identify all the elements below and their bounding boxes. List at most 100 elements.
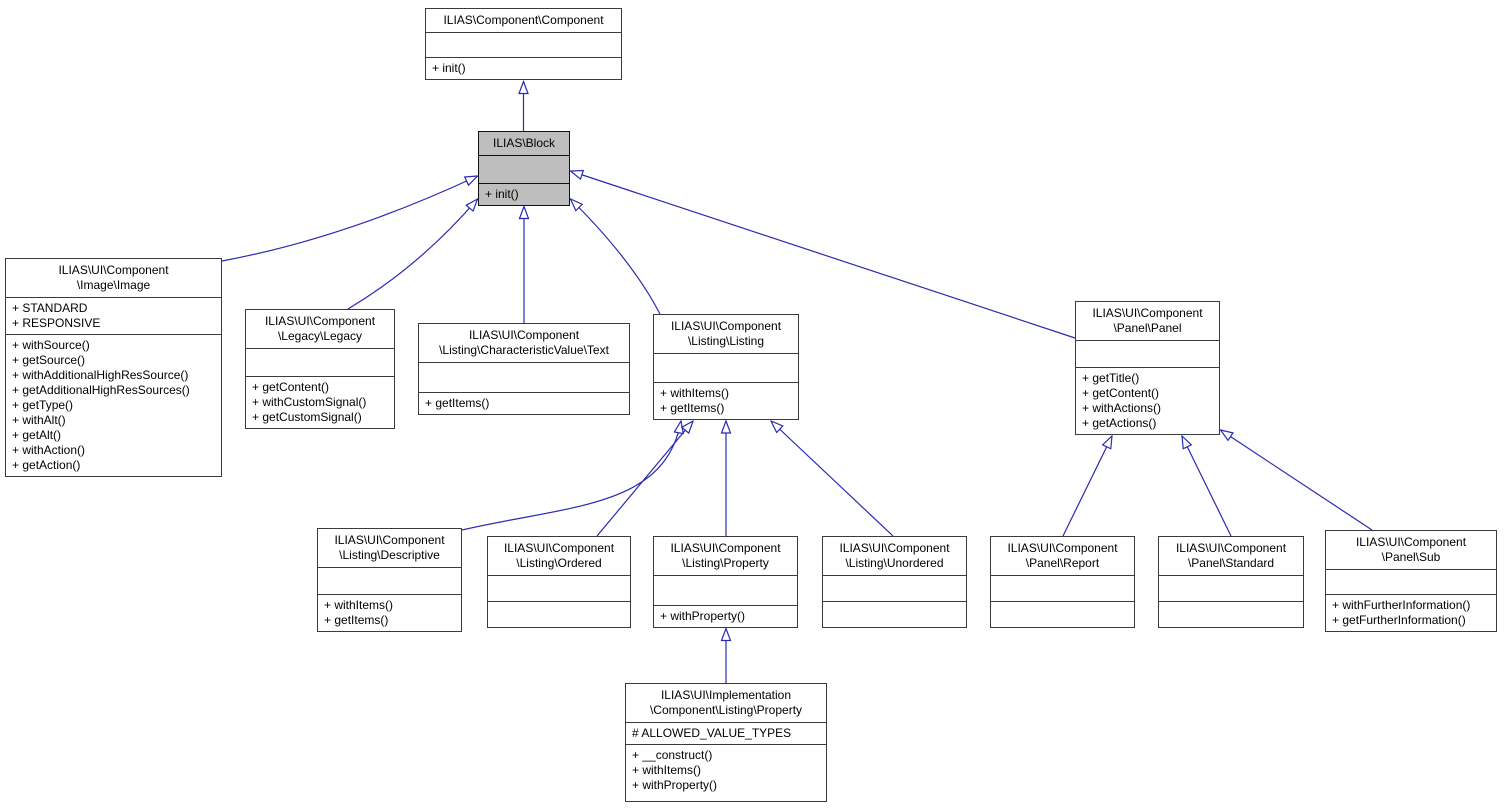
class-title: ILIAS\UI\Component\Legacy\Legacy: [246, 310, 394, 348]
class-attributes: [419, 362, 629, 392]
class-title-line: ILIAS\UI\Component: [839, 541, 950, 555]
class-methods-line: + withItems(): [632, 763, 702, 777]
class-attributes-line: + RESPONSIVE: [12, 316, 101, 330]
class-methods: + getContent()+ withCustomSignal()+ getC…: [246, 376, 394, 428]
class-attributes: [823, 575, 966, 601]
class-box-component[interactable]: ILIAS\Component\Component + init(): [425, 8, 622, 80]
class-methods: + withProperty(): [654, 605, 797, 627]
class-attributes: [1326, 569, 1496, 594]
class-attributes: + STANDARD+ RESPONSIVE: [6, 297, 221, 334]
class-title-line: ILIAS\Component\Component: [443, 13, 604, 27]
class-methods-line: + getAlt(): [12, 428, 62, 442]
edge-listing-extends-block: [571, 199, 661, 315]
class-methods-line: + getAction(): [12, 458, 81, 472]
class-methods: + withItems()+ getItems(): [654, 382, 798, 419]
class-title-line: ILIAS\UI\Component: [503, 541, 615, 555]
edge-standard-extends-panel: [1182, 436, 1232, 537]
class-title-line: \Panel\Panel: [1113, 321, 1182, 335]
class-methods-line: + getItems(): [324, 613, 389, 627]
class-methods: [823, 601, 966, 627]
class-methods-line: + getContent(): [1082, 386, 1160, 400]
class-title-line: \Panel\Sub: [1381, 550, 1441, 564]
class-title-line: ILIAS\UI\Component: [264, 314, 376, 328]
class-box-block[interactable]: ILIAS\Block + init(): [478, 131, 570, 206]
class-title: ILIAS\UI\Component\Panel\Report: [991, 537, 1134, 575]
class-title-line: \Component\Listing\Property: [649, 703, 803, 717]
class-methods-line: + withItems(): [324, 598, 394, 612]
class-attributes: [1076, 340, 1219, 367]
class-title-line: \Listing\Descriptive: [339, 548, 440, 562]
class-box-image[interactable]: ILIAS\UI\Component\Image\Image+ STANDARD…: [5, 258, 222, 477]
class-methods: + withItems()+ getItems(): [318, 594, 461, 631]
class-attributes: [246, 348, 394, 376]
class-methods-line: + withAdditionalHighResSource(): [12, 368, 189, 382]
class-attributes: [426, 32, 621, 57]
class-methods-line: + withActions(): [1082, 401, 1162, 415]
class-methods: + withSource()+ getSource()+ withAdditio…: [6, 334, 221, 476]
class-title: ILIAS\UI\Component\Listing\Listing: [654, 315, 798, 353]
class-methods: [991, 601, 1134, 627]
class-box-text[interactable]: ILIAS\UI\Component\Listing\Characteristi…: [418, 323, 630, 415]
edge-unordered-extends-listing: [771, 421, 894, 537]
class-methods: + __construct()+ withItems()+ withProper…: [626, 744, 826, 801]
class-methods: + getTitle()+ getContent()+ withActions(…: [1076, 367, 1219, 434]
class-methods-line: + getFurtherInformation(): [1332, 613, 1466, 627]
class-title: ILIAS\UI\Component\Panel\Standard: [1159, 537, 1303, 575]
class-box-listing[interactable]: ILIAS\UI\Component\Listing\Listing + with…: [653, 314, 799, 420]
class-attributes-line: # ALLOWED_VALUE_TYPES: [632, 726, 792, 740]
class-methods: [1159, 601, 1303, 627]
class-box-legacy[interactable]: ILIAS\UI\Component\Legacy\Legacy + getCon…: [245, 309, 395, 429]
class-box-impl-property[interactable]: ILIAS\UI\Implementation\Component\Listin…: [625, 683, 827, 802]
class-title: ILIAS\UI\Component\Listing\Ordered: [488, 537, 630, 575]
class-methods-line: + init(): [432, 61, 466, 75]
class-methods-line: + getCustomSignal(): [252, 410, 362, 424]
class-title: ILIAS\UI\Component\Panel\Sub: [1326, 531, 1496, 569]
class-methods: + init(): [479, 183, 569, 205]
class-title-line: \Listing\Listing: [687, 334, 765, 348]
class-methods-line: + withSource(): [12, 338, 90, 352]
class-attributes: [654, 353, 798, 382]
class-title-line: \Listing\CharacteristicValue\Text: [439, 343, 609, 357]
class-box-standard[interactable]: ILIAS\UI\Component\Panel\Standard: [1158, 536, 1304, 628]
class-attributes: [991, 575, 1134, 601]
class-methods-line: + getType(): [12, 398, 74, 412]
class-attributes: [488, 575, 630, 601]
class-methods: + withFurtherInformation()+ getFurtherIn…: [1326, 594, 1496, 631]
class-title: ILIAS\UI\Component\Panel\Panel: [1076, 302, 1219, 340]
class-methods-line: + withProperty(): [632, 778, 718, 792]
class-box-sub[interactable]: ILIAS\UI\Component\Panel\Sub + withFurthe…: [1325, 530, 1497, 632]
class-methods-line: + getSource(): [12, 353, 86, 367]
edge-report-extends-panel: [1062, 436, 1112, 537]
class-title: ILIAS\UI\Component\Image\Image: [6, 259, 221, 297]
class-title-line: ILIAS\UI\Component: [58, 263, 169, 277]
class-title-line: ILIAS\UI\Component: [1092, 306, 1203, 320]
class-methods-line: + getTitle(): [1082, 371, 1140, 385]
class-title-line: ILIAS\UI\Component: [670, 319, 782, 333]
class-methods: + init(): [426, 57, 621, 79]
class-title-line: ILIAS\UI\Component: [468, 328, 580, 342]
class-title-line: \Panel\Standard: [1187, 556, 1275, 570]
edge-image-extends-block: [221, 176, 478, 262]
class-title-line: ILIAS\UI\Component: [334, 533, 445, 547]
class-box-ordered[interactable]: ILIAS\UI\Component\Listing\Ordered: [487, 536, 631, 628]
class-title: ILIAS\UI\Component\Listing\Property: [654, 537, 797, 575]
class-box-report[interactable]: ILIAS\UI\Component\Panel\Report: [990, 536, 1135, 628]
class-box-descriptive[interactable]: ILIAS\UI\Component\Listing\Descriptive + …: [317, 528, 462, 632]
class-box-unordered[interactable]: ILIAS\UI\Component\Listing\Unordered: [822, 536, 967, 628]
class-title: ILIAS\UI\Component\Listing\Unordered: [823, 537, 966, 575]
class-attributes: [654, 575, 797, 605]
class-title-line: ILIAS\UI\Component: [670, 541, 781, 555]
class-title: ILIAS\Component\Component: [426, 9, 621, 32]
class-box-panel[interactable]: ILIAS\UI\Component\Panel\Panel + getTitle…: [1075, 301, 1220, 435]
class-methods-line: + getItems(): [425, 396, 490, 410]
class-title: ILIAS\UI\Implementation\Component\Listin…: [626, 684, 826, 722]
edge-panel-extends-block: [571, 171, 1076, 339]
class-title-line: \Listing\Property: [682, 556, 769, 570]
class-title-line: ILIAS\UI\Implementation: [660, 688, 792, 702]
class-methods-line: + __construct(): [632, 748, 713, 762]
class-methods: + getItems(): [419, 392, 629, 414]
class-title-line: \Panel\Report: [1025, 556, 1100, 570]
class-title: ILIAS\Block: [479, 132, 569, 155]
class-box-property[interactable]: ILIAS\UI\Component\Listing\Property + wit…: [653, 536, 798, 628]
class-title-line: ILIAS\Block: [492, 136, 556, 150]
